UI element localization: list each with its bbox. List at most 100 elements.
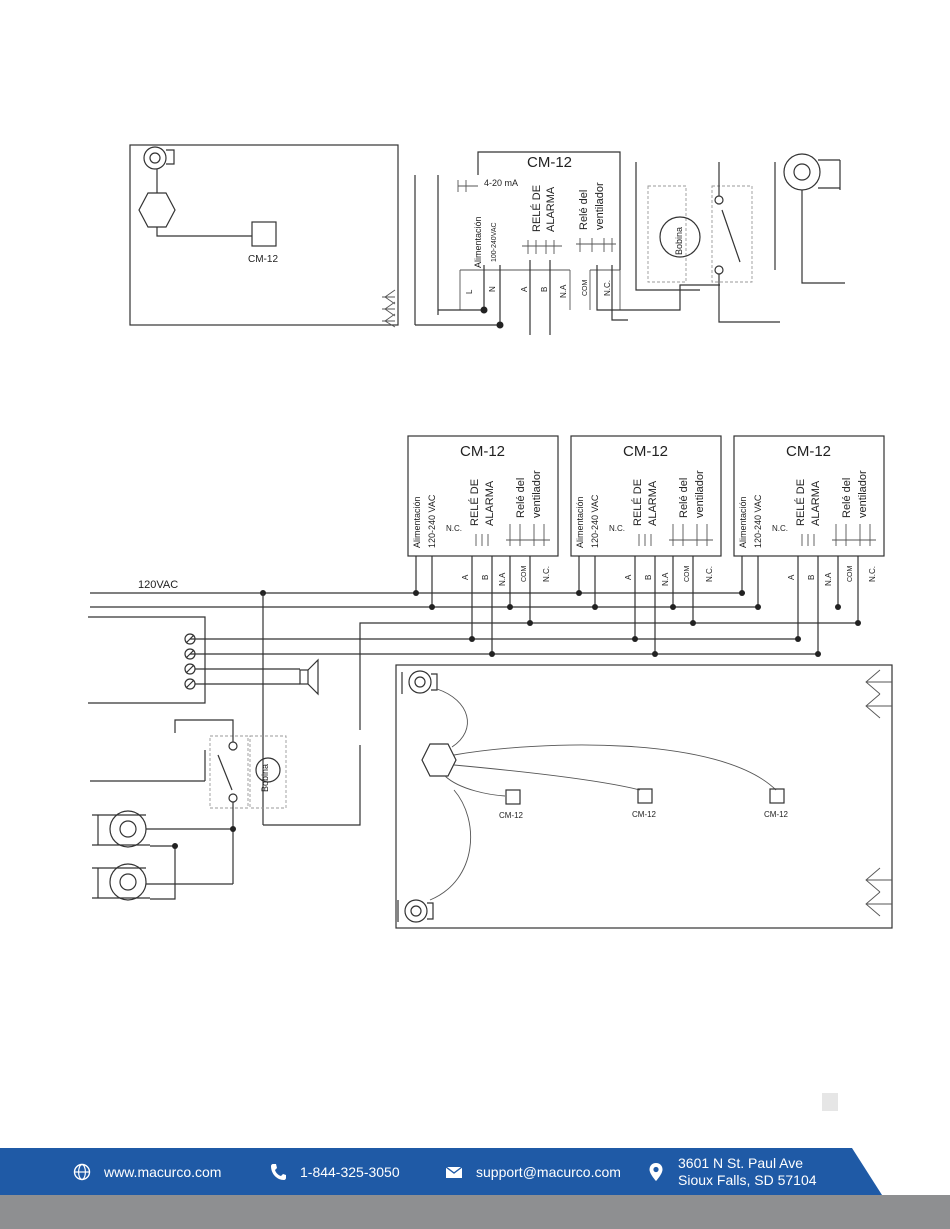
footer-band-shape — [0, 1148, 882, 1195]
supply-label: 120VAC — [138, 579, 178, 591]
sensor-box — [769, 788, 785, 804]
terminal-N: N — [488, 286, 497, 292]
fan-relay-label-2: ventilador — [694, 470, 706, 518]
footer-email[interactable]: support@macurco.com — [444, 1148, 621, 1195]
fan-relay-label-2: ventilador — [531, 470, 543, 518]
footer-address: 3601 N St. Paul Ave Sioux Falls, SD 5710… — [646, 1148, 817, 1195]
garage-outline — [395, 664, 893, 929]
bottom-diagram: CM-12 Alimentación 120-240 VAC RELÉ DE A… — [88, 435, 893, 929]
power-label: Alimentación — [412, 496, 422, 548]
terminal-L: L — [465, 289, 474, 294]
terminal-B: B — [644, 575, 653, 580]
current-loop-label: 4-20 mA — [484, 178, 518, 188]
email-link[interactable]: support@macurco.com — [476, 1163, 621, 1180]
panel-title: CM-12 — [786, 443, 831, 460]
garage-outline — [129, 144, 399, 326]
alarm-relay-label-1: RELÉ DE — [631, 479, 644, 526]
fan-relay-label-2: ventilador — [857, 470, 869, 518]
panel-2: CM-12 Alimentación 120-240 VAC RELÉ DE A… — [570, 435, 722, 586]
terminal-screws — [184, 633, 196, 690]
vent-arrows-icon — [382, 289, 396, 328]
footer-band — [0, 1148, 882, 1195]
alarm-relay-label-2: ALARMA — [545, 186, 557, 232]
vent-arrows-icon — [865, 669, 892, 917]
alarm-relay-label-1: RELÉ DE — [794, 479, 807, 526]
terminal-A: A — [520, 286, 529, 292]
coil-label: Bobina — [260, 764, 270, 792]
sensor-label: CM-12 — [764, 810, 789, 819]
panel-title: CM-12 — [460, 443, 505, 460]
terminal-COM: COM — [521, 566, 528, 583]
nc-left-label: N.C. — [772, 524, 788, 533]
alarm-relay-label-1: RELÉ DE — [530, 185, 543, 232]
address-line-1: 3601 N St. Paul Ave — [678, 1154, 804, 1171]
website-link[interactable]: www.macurco.com — [104, 1163, 222, 1180]
alarm-relay-label-2: ALARMA — [810, 480, 822, 526]
fan-motor-icon — [783, 153, 845, 284]
footer-website[interactable]: www.macurco.com — [72, 1148, 221, 1195]
voltage-label: 100-240VAC — [491, 222, 498, 262]
power-label: Alimentación — [738, 496, 748, 548]
nc-left-label: N.C. — [609, 524, 625, 533]
terminal-COM: COM — [847, 566, 854, 583]
coil-symbol — [255, 757, 281, 783]
terminal-NA: N.A — [661, 572, 670, 586]
panel-1: CM-12 Alimentación 120-240 VAC RELÉ DE A… — [407, 435, 559, 586]
panel-title: CM-12 — [623, 443, 668, 460]
controller-hexagon — [138, 192, 176, 228]
terminal-NC: N.C. — [542, 566, 551, 582]
fan-relay-label-2: ventilador — [594, 182, 606, 230]
terminal-A: A — [624, 574, 633, 580]
panel-title: CM-12 — [527, 154, 572, 171]
nc-left-label: N.C. — [446, 524, 462, 533]
fan-motor-icon — [92, 863, 150, 901]
horn-icon — [299, 658, 319, 696]
phone-icon — [268, 1162, 288, 1182]
coil-label: Bobina — [674, 227, 684, 255]
sensor-box — [251, 221, 277, 247]
fan-icon — [401, 670, 438, 694]
footer-phone[interactable]: 1-844-325-3050 — [268, 1148, 400, 1195]
sensor-box — [637, 788, 653, 804]
terminal-COM: COM — [684, 566, 691, 583]
footer: www.macurco.com 1-844-325-3050 support@m… — [0, 1148, 950, 1229]
fan-relay-label-1: Relé del — [515, 478, 527, 518]
alarm-relay-label-2: ALARMA — [484, 480, 496, 526]
fan-icon — [397, 899, 434, 923]
page-marker — [822, 1093, 838, 1111]
terminal-B: B — [540, 287, 549, 292]
voltage-label: 120-240 VAC — [590, 494, 600, 548]
globe-icon — [72, 1162, 92, 1182]
voltage-label: 120-240 VAC — [753, 494, 763, 548]
sensor-box — [505, 789, 521, 805]
terminal-A: A — [461, 574, 470, 580]
terminal-NC: N.C. — [868, 566, 877, 582]
mail-icon — [444, 1162, 464, 1182]
sensor-label: CM-12 — [499, 811, 524, 820]
coil-symbol — [659, 216, 701, 258]
address-line-2: Sioux Falls, SD 57104 — [678, 1171, 817, 1188]
fan-motor-icon — [92, 810, 150, 848]
top-diagram: CM-12 CM-12 4-20 mA Alimentación 100-240… — [129, 144, 845, 335]
terminal-NC: N.C. — [603, 280, 612, 296]
alarm-relay-label-2: ALARMA — [647, 480, 659, 526]
terminal-COM: COM — [582, 280, 589, 297]
sensor-label: CM-12 — [248, 254, 278, 265]
terminal-NA: N.A — [824, 572, 833, 586]
fan-icon — [143, 146, 175, 170]
location-pin-icon — [646, 1162, 666, 1182]
footer-gray-strip — [0, 1195, 950, 1229]
controller-hexagon — [421, 743, 457, 777]
fan-relay-label-1: Relé del — [578, 190, 590, 230]
terminal-A: A — [787, 574, 796, 580]
terminal-B: B — [481, 575, 490, 580]
panel-3: CM-12 Alimentación 120-240 VAC RELÉ DE A… — [733, 435, 885, 586]
power-label: Alimentación — [575, 496, 585, 548]
terminal-NA: N.A — [559, 284, 568, 298]
terminal-B: B — [807, 575, 816, 580]
alarm-relay-label-1: RELÉ DE — [468, 479, 481, 526]
fan-relay-label-1: Relé del — [678, 478, 690, 518]
phone-number[interactable]: 1-844-325-3050 — [300, 1163, 400, 1180]
fan-relay-label-1: Relé del — [841, 478, 853, 518]
